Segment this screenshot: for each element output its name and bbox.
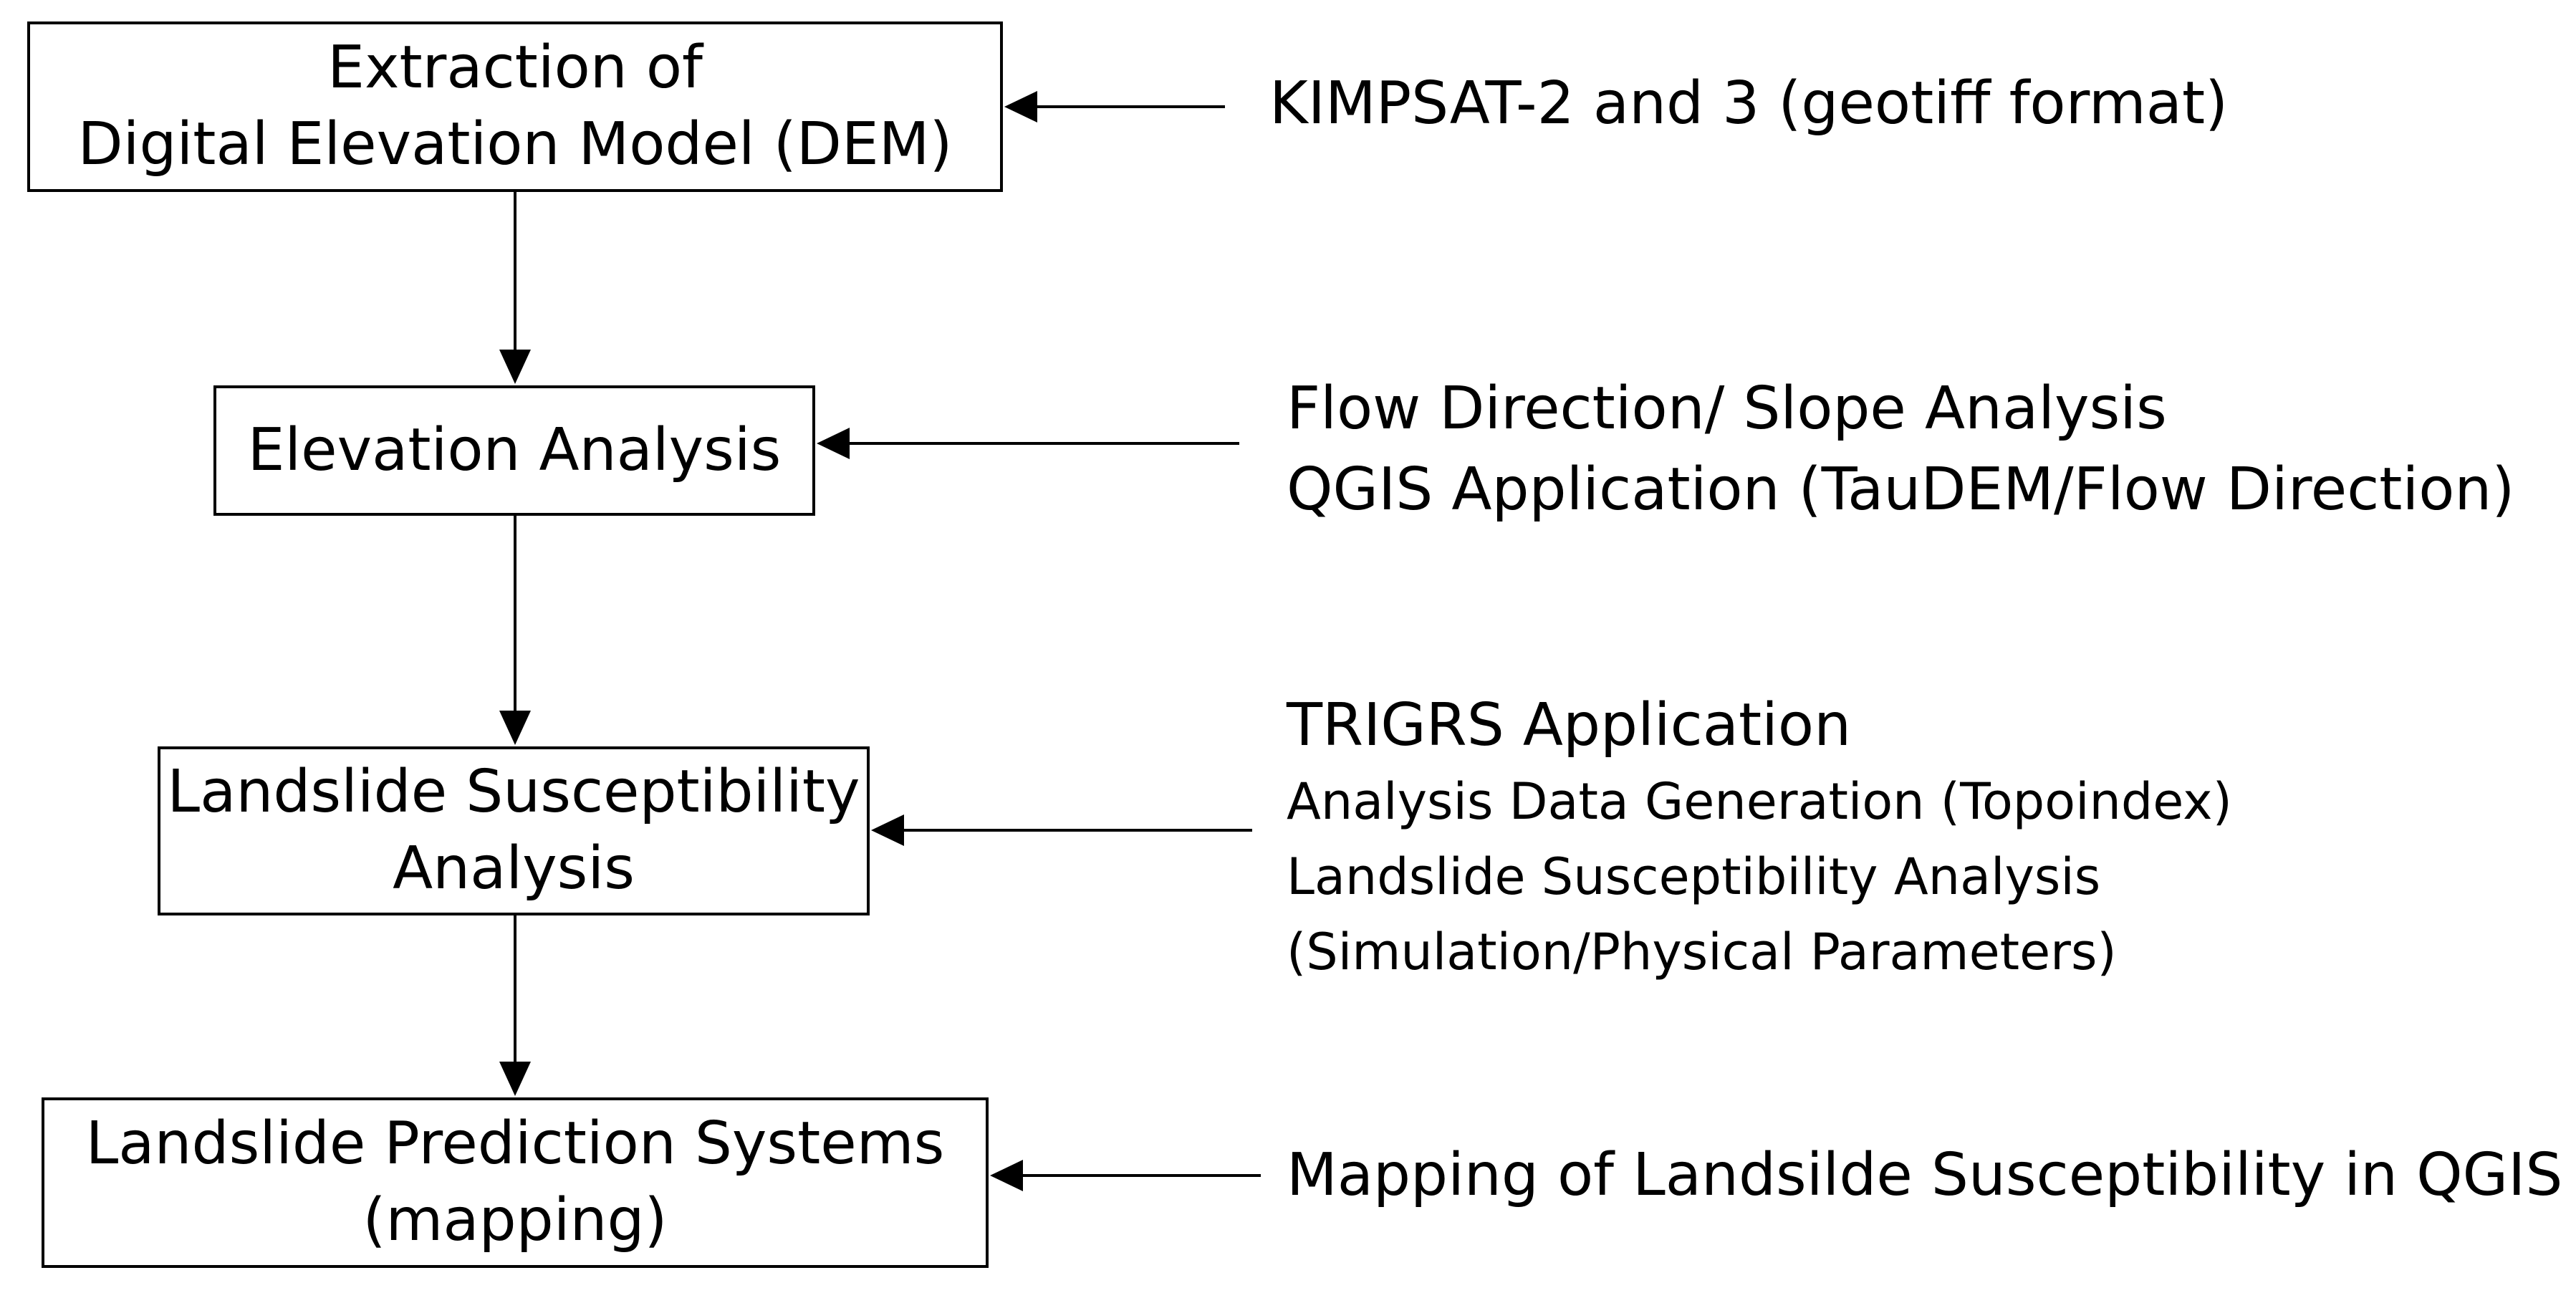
note-flow-line-1: Flow Direction/ Slope Analysis	[1287, 375, 2167, 443]
note-qgis-mapping: Mapping of Landsilde Susceptibility in Q…	[1287, 1140, 2562, 1211]
node-elevation-analysis: Elevation Analysis	[213, 385, 815, 516]
arrow-dem-to-elevation	[499, 192, 531, 384]
node-dem-extraction: Extraction of Digital Elevation Model (D…	[27, 21, 1003, 192]
note-mapping-line-1: Mapping of Landsilde Susceptibility in Q…	[1287, 1141, 2563, 1209]
note-kimpsat-line-1: KIMPSAT-2 and 3 (geotiff format)	[1269, 69, 2229, 138]
node-prediction-line-2: (mapping)	[362, 1186, 668, 1254]
node-susceptibility-line-2: Analysis	[393, 835, 635, 903]
note-kimpsat-input: KIMPSAT-2 and 3 (geotiff format)	[1269, 69, 2228, 139]
note-trigrs-heading: TRIGRS Application	[1287, 691, 1852, 759]
node-dem-line-1: Extraction of	[327, 34, 703, 102]
arrow-susceptibility-to-prediction	[499, 915, 531, 1096]
arrow-trigrs-to-susceptibility	[871, 814, 1252, 846]
note-trigrs-line-2: Landslide Susceptibility Analysis	[1287, 847, 2101, 906]
note-trigrs-application: TRIGRS Application Analysis Data Generat…	[1287, 688, 2232, 990]
node-elevation-line-1: Elevation Analysis	[247, 415, 782, 484]
arrow-kimpsat-to-dem	[1004, 91, 1225, 122]
node-landslide-prediction: Landslide Prediction Systems (mapping)	[42, 1097, 989, 1268]
arrow-elevation-to-susceptibility	[499, 516, 531, 745]
arrow-mapping-to-prediction	[990, 1160, 1261, 1191]
node-susceptibility-line-1: Landslide Susceptibility	[167, 758, 860, 827]
node-dem-line-2: Digital Elevation Model (DEM)	[77, 110, 953, 178]
note-trigrs-line-3: (Simulation/Physical Parameters)	[1287, 922, 2117, 981]
arrow-flow-to-elevation	[817, 428, 1239, 459]
node-landslide-susceptibility: Landslide Susceptibility Analysis	[158, 746, 870, 915]
node-prediction-line-1: Landslide Prediction Systems	[85, 1110, 945, 1178]
note-flow-line-2: QGIS Application (TauDEM/Flow Direction)	[1287, 456, 2515, 524]
note-trigrs-line-1: Analysis Data Generation (Topoindex)	[1287, 771, 2232, 831]
note-flow-direction: Flow Direction/ Slope Analysis QGIS Appl…	[1287, 368, 2514, 530]
